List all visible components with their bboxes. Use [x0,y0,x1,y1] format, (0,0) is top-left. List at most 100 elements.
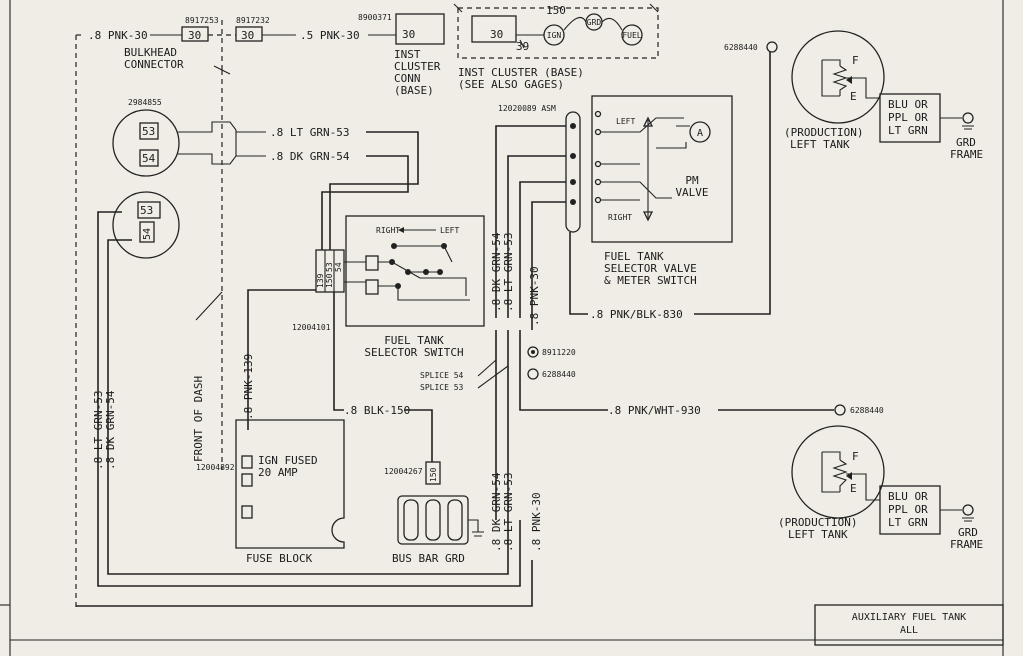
title-line-2: ALL [900,625,918,636]
color-top-1: BLU OR [888,98,928,111]
ground-top [962,112,974,124]
wire-label-lt-grn-53: .8 LT GRN-53 [270,126,349,139]
inst-base-wiring [516,16,623,36]
pm-valve-label-1: PM [685,174,699,187]
connector-12004267 [425,461,441,485]
wire-label-left-dk-grn: .8 DK GRN-54 [104,390,117,470]
valve-right-label: RIGHT [608,213,632,222]
tank-top-label-1: (PRODUCTION) [784,126,863,139]
color-top-2: PPL OR [888,111,928,124]
wire-label-vert-pnk30-upper: .8 PNK-30 [528,266,541,326]
ground-bottom [962,504,974,516]
connector-30-a [181,26,209,42]
wire-pnk-30-vert [519,181,566,318]
gauge-lower-54: 54 [142,228,153,240]
part-6288440-mid: 6288440 [542,370,576,379]
wire-pnk-30-centre [531,201,566,330]
inst-cluster-connector [395,13,445,45]
valve-node-3 [594,160,602,168]
splice-54-label: SPLICE 54 [420,371,464,380]
inst-conn-label-3: CONN [394,72,421,85]
wire-label-vert-pnk30-lower: .8 PNK-30 [530,492,543,552]
part-12004892: 12004892 [196,463,235,472]
blk-150-pin: 150 [429,467,438,482]
color-bottom-1: BLU OR [888,490,928,503]
pin-30-a: 30 [188,29,201,42]
valve-arrow-down [642,211,654,222]
inst-cluster-base-box [457,7,659,59]
wire-left-dk-grn-run [107,239,509,575]
wire-label-vert-lt-grn-lower: .8 LT GRN-53 [502,473,515,552]
part-12020089: 12020089 ASM [498,104,556,113]
part-6288440-bottom: 6288440 [850,406,884,415]
switch-node-3 [405,269,411,275]
wire-pnk-blk-830-run [694,52,771,315]
pin-30-d: 30 [490,28,503,41]
tank-top-e: E [850,90,857,103]
grd-frame-top-1: GRD [956,136,976,149]
tank-bottom-circuit [821,451,880,501]
selector-valve-label-1: FUEL TANK [604,250,664,263]
switch-node-6 [441,243,447,249]
tank-top-f: F [852,54,859,67]
tank-bottom-label-1: (PRODUCTION) [778,516,857,529]
inst-base-label-1: INST CLUSTER (BASE) [458,66,584,79]
gauge-upper-pin-54 [139,149,159,167]
ign-fused-label-1: IGN FUSED [258,454,318,467]
wire-label-pnk-blk-830: .8 PNK/BLK-830 [590,308,683,321]
fuse-slot-1 [241,455,253,469]
ground-top-symbol [962,125,974,130]
bus-bar-ground [468,519,484,537]
splice-53-label: SPLICE 53 [420,383,464,392]
gauge-lower-53: 53 [140,204,153,217]
valve-pin-3 [570,179,576,185]
selector-switch-box [345,215,485,327]
bulkhead-label-2: CONNECTOR [124,58,184,71]
part-8917232: 8917232 [236,16,270,25]
fuse-block [235,419,345,549]
selector-left-label: LEFT [440,226,459,235]
bus-bar [397,495,469,545]
valve-arrow-up [642,116,654,127]
ground-bottom-symbol [962,517,974,522]
pin-39: 39 [516,40,529,53]
wire-lt-grn-53-vert [507,155,566,318]
inst-conn-label-2: CLUSTER [394,60,441,73]
conn-pin-53: 53 [325,262,334,272]
wire-label-pnk30-mid: .5 PNK-30 [300,29,360,42]
wire-label-dk-grn-54: .8 DK GRN-54 [270,150,350,163]
gauge-upper-54: 54 [142,152,156,165]
inst-pin-tick [519,39,525,49]
tank-top-wiper [846,76,852,84]
wire-blk-150-run [404,409,433,462]
switch-node-1 [389,259,395,265]
switch-node-2 [395,283,401,289]
grd-frame-top-2: FRAME [950,148,983,161]
fuel-label: FUEL [622,31,641,40]
wire-pnk-139-run [247,289,316,430]
wire-label-left-lt-grn: .8 LT GRN-53 [92,391,105,470]
wire-label-vert-dk-grn-lower: .8 DK GRN-54 [490,472,503,552]
conn-pin-54: 54 [334,262,343,272]
selector-switch-label-1: FUEL TANK [384,334,444,347]
meter-a-label: A [697,128,703,139]
wire-pnk-30-bottom-run [76,560,533,607]
valve-node-1 [594,110,602,118]
wire-label-pnk30-top: .8 PNK-30 [88,29,148,42]
valve-node-5 [594,196,602,204]
selector-valve-label-2: SELECTOR VALVE [604,262,697,275]
pin-30-b: 30 [241,29,254,42]
wire-label-pnk-wht-930: .8 PNK/WHT-930 [608,404,701,417]
grd-frame-bottom-2: FRAME [950,538,983,551]
color-top-3: LT GRN [888,124,928,137]
valve-pin-2 [570,153,576,159]
break-mark-a [453,3,463,13]
front-of-dash-label: FRONT OF DASH [192,376,205,462]
splice-marker-8911220 [527,346,539,358]
part-8911220: 8911220 [542,348,576,357]
grd-label: GRD [587,18,602,27]
tank-bottom-sender [791,425,885,519]
tank-top-sender [791,30,885,124]
valve-internal-wiring [600,117,687,218]
